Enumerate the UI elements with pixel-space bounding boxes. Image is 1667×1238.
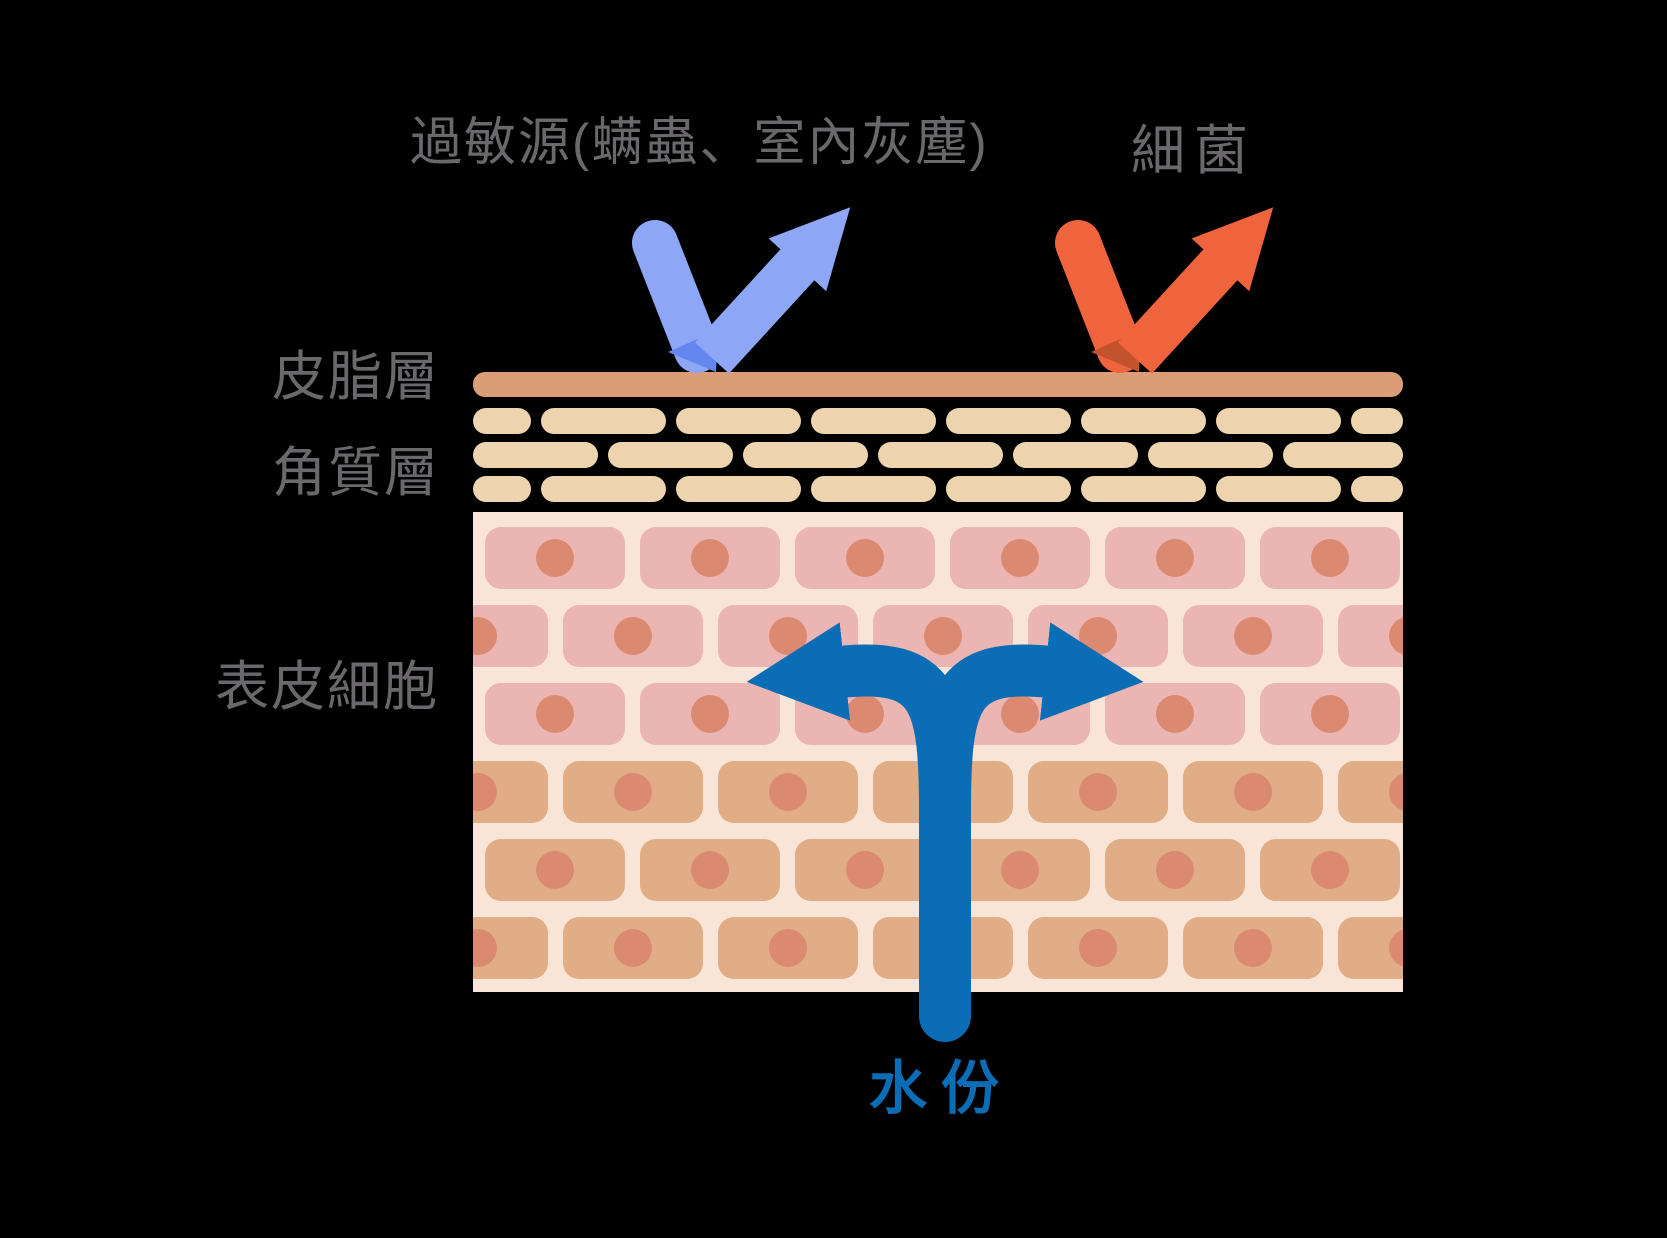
epidermis-cell bbox=[1338, 605, 1403, 667]
cell-nucleus bbox=[1389, 773, 1403, 811]
keratin-brick bbox=[811, 408, 936, 434]
allergen-arrow-up-stroke bbox=[695, 207, 851, 374]
moisture-label: 水份 bbox=[868, 1056, 1014, 1121]
cell-nucleus bbox=[1389, 929, 1403, 967]
keratin-brick bbox=[608, 442, 733, 468]
bacteria-bounce-arrow bbox=[1055, 207, 1274, 374]
keratin-brick bbox=[1081, 408, 1206, 434]
cell-nucleus bbox=[381, 539, 419, 577]
cell-nucleus bbox=[1234, 617, 1272, 655]
cell-nucleus bbox=[1156, 539, 1194, 577]
keratin-brick bbox=[1148, 442, 1273, 468]
cell-nucleus bbox=[473, 617, 497, 655]
keratin-brick bbox=[1283, 442, 1403, 468]
cell-nucleus bbox=[614, 773, 652, 811]
keratin-brick bbox=[473, 476, 531, 502]
epidermis-cell bbox=[473, 605, 548, 667]
keratin-brick bbox=[473, 408, 531, 434]
keratin-brick bbox=[541, 408, 666, 434]
cell-nucleus bbox=[1079, 617, 1117, 655]
epidermis-cells-label: 表皮細胞 bbox=[215, 657, 439, 717]
keratin-brick bbox=[743, 442, 868, 468]
sebum-layer-label: 皮脂層 bbox=[272, 347, 440, 407]
epidermis-cell bbox=[473, 761, 548, 823]
cell-nucleus bbox=[846, 695, 884, 733]
keratin-brick bbox=[811, 476, 936, 502]
cell-nucleus bbox=[691, 695, 729, 733]
cell-nucleus bbox=[1389, 617, 1403, 655]
cell-nucleus bbox=[304, 773, 342, 811]
epidermis-cell bbox=[1338, 917, 1403, 979]
cell-nucleus bbox=[536, 539, 574, 577]
keratin-brick bbox=[1216, 476, 1341, 502]
keratin-brick bbox=[1013, 442, 1138, 468]
cell-nucleus bbox=[846, 539, 884, 577]
cell-nucleus bbox=[473, 929, 497, 967]
epidermis-cell bbox=[330, 839, 470, 901]
cell-nucleus bbox=[473, 773, 497, 811]
sebum-layer-bar bbox=[473, 372, 1403, 397]
moisture-arrow-right-branch bbox=[919, 622, 1144, 811]
cell-nucleus bbox=[1156, 851, 1194, 889]
bacteria-arrow-up-stroke bbox=[1118, 207, 1274, 374]
cell-nucleus bbox=[536, 695, 574, 733]
cell-nucleus bbox=[614, 617, 652, 655]
keratin-brick bbox=[1216, 408, 1341, 434]
cell-nucleus bbox=[1001, 695, 1039, 733]
bacteria-label: 細菌 bbox=[1131, 121, 1257, 181]
cell-nucleus bbox=[769, 617, 807, 655]
epidermis-cell bbox=[330, 527, 470, 589]
cell-nucleus bbox=[769, 929, 807, 967]
allergen-arrow-down-stroke bbox=[632, 220, 720, 373]
keratin-brick bbox=[1351, 476, 1403, 502]
cell-nucleus bbox=[304, 617, 342, 655]
cell-nucleus bbox=[1234, 773, 1272, 811]
cell-nucleus bbox=[614, 929, 652, 967]
cell-nucleus bbox=[1079, 929, 1117, 967]
cell-nucleus bbox=[1156, 695, 1194, 733]
keratin-brick bbox=[541, 476, 666, 502]
keratin-brick bbox=[676, 408, 801, 434]
cell-nucleus bbox=[1311, 851, 1349, 889]
keratin-brick bbox=[1351, 408, 1403, 434]
cell-nucleus bbox=[691, 851, 729, 889]
cell-nucleus bbox=[536, 851, 574, 889]
cell-nucleus bbox=[846, 851, 884, 889]
keratin-layer bbox=[473, 408, 1403, 502]
allergen-label: 過敏源(螨蟲、室內灰塵) bbox=[410, 114, 989, 172]
keratin-brick bbox=[1081, 476, 1206, 502]
keratin-layer-label: 角質層 bbox=[272, 443, 440, 503]
keratin-brick bbox=[946, 408, 1071, 434]
cell-nucleus bbox=[1001, 851, 1039, 889]
keratin-brick bbox=[676, 476, 801, 502]
cell-nucleus bbox=[1001, 539, 1039, 577]
moisture-arrow bbox=[746, 622, 1144, 1042]
cell-nucleus bbox=[304, 929, 342, 967]
keratin-brick bbox=[946, 476, 1071, 502]
cell-nucleus bbox=[381, 851, 419, 889]
epidermis-cell bbox=[253, 917, 393, 979]
cell-nucleus bbox=[1311, 539, 1349, 577]
keratin-brick bbox=[878, 442, 1003, 468]
epidermis-cell bbox=[473, 917, 548, 979]
cell-nucleus bbox=[691, 539, 729, 577]
keratin-brick bbox=[473, 442, 598, 468]
allergen-bounce-arrow bbox=[632, 207, 851, 374]
cell-nucleus bbox=[769, 773, 807, 811]
cell-nucleus bbox=[924, 617, 962, 655]
cell-nucleus bbox=[1311, 695, 1349, 733]
epidermis-cell bbox=[1338, 761, 1403, 823]
cell-nucleus bbox=[1079, 773, 1117, 811]
epidermis-cell bbox=[253, 761, 393, 823]
cell-nucleus bbox=[1234, 929, 1272, 967]
bacteria-arrow-down-stroke bbox=[1055, 220, 1143, 373]
